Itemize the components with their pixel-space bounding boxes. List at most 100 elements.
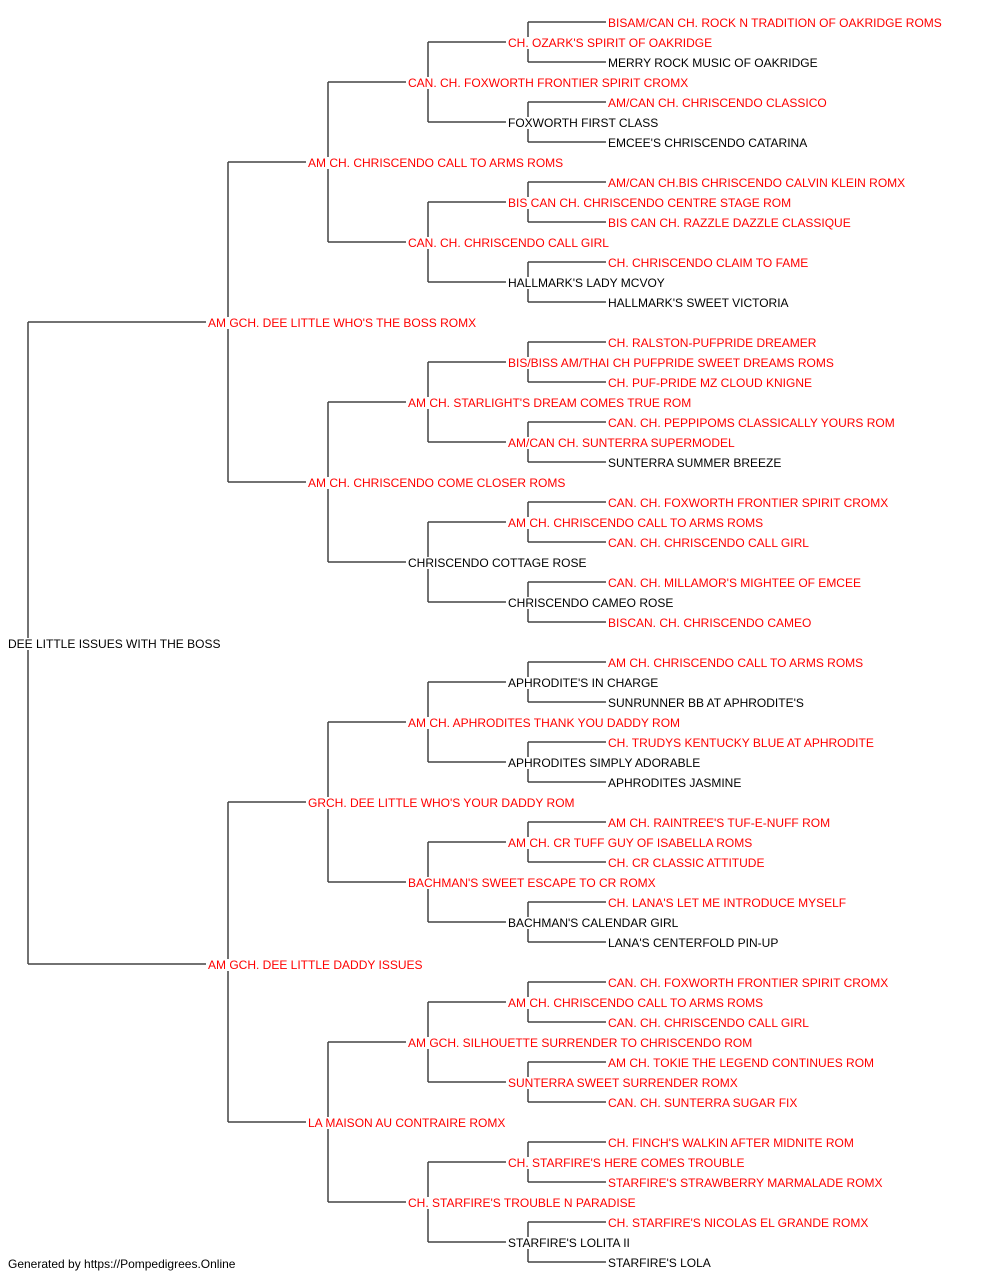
- label-backdrop: [306, 797, 577, 809]
- label-backdrop: [406, 1197, 638, 1209]
- ancestor-name-gen3-5: AM CH. APHRODITES THANK YOU DADDY ROM: [408, 716, 680, 730]
- ancestor-name-gen5-1: BISAM/CAN CH. ROCK N TRADITION OF OAKRID…: [608, 16, 942, 30]
- ancestor-name-gen5-4: EMCEE'S CHRISCENDO CATARINA: [608, 136, 807, 150]
- label-backdrop: [606, 1217, 871, 1229]
- ancestor-name-gen3-3: AM CH. STARLIGHT'S DREAM COMES TRUE ROM: [408, 396, 691, 410]
- label-backdrop: [306, 477, 568, 489]
- label-backdrop: [606, 457, 784, 469]
- ancestor-name-gen5-2: MERRY ROCK MUSIC OF OAKRIDGE: [608, 56, 818, 70]
- label-backdrop: [606, 1177, 885, 1189]
- label-backdrop: [606, 537, 812, 549]
- ancestor-name-gen5-17: AM CH. CHRISCENDO CALL TO ARMS ROMS: [608, 656, 863, 670]
- label-backdrop: [606, 617, 814, 629]
- label-backdrop: [606, 577, 863, 589]
- ancestor-name-gen5-22: CH. CR CLASSIC ATTITUDE: [608, 856, 764, 870]
- ancestor-name-gen5-6: BIS CAN CH. RAZZLE DAZZLE CLASSIQUE: [608, 216, 851, 230]
- label-backdrop: [406, 557, 589, 569]
- ancestor-name-gen3-1: CAN. CH. FOXWORTH FRONTIER SPIRIT CROMX: [408, 76, 688, 90]
- ancestor-name-gen4-4: HALLMARK'S LADY MCVOY: [508, 276, 665, 290]
- ancestor-name-gen4-6: AM/CAN CH. SUNTERRA SUPERMODEL: [508, 436, 735, 450]
- label-backdrop: [206, 959, 425, 971]
- ancestor-name-gen4-13: AM CH. CHRISCENDO CALL TO ARMS ROMS: [508, 996, 763, 1010]
- label-backdrop: [606, 897, 849, 909]
- label-backdrop: [606, 57, 820, 69]
- label-backdrop: [606, 1057, 877, 1069]
- ancestor-name-gen5-14: CAN. CH. CHRISCENDO CALL GIRL: [608, 536, 809, 550]
- ancestor-name-gen4-8: CHRISCENDO CAMEO ROSE: [508, 596, 673, 610]
- ancestor-name-gen4-16: STARFIRE'S LOLITA II: [508, 1236, 630, 1250]
- ancestor-name-gen5-18: SUNRUNNER BB AT APHRODITE'S: [608, 696, 804, 710]
- ancestor-name-gen5-11: CAN. CH. PEPPIPOMS CLASSICALLY YOURS ROM: [608, 416, 895, 430]
- ancestor-name-gen4-2: FOXWORTH FIRST CLASS: [508, 116, 658, 130]
- label-backdrop: [606, 137, 810, 149]
- label-backdrop: [406, 717, 683, 729]
- label-backdrop: [606, 697, 806, 709]
- label-backdrop: [606, 497, 891, 509]
- label-backdrop: [606, 777, 744, 789]
- label-backdrop: [506, 917, 681, 929]
- label-backdrop: [406, 1037, 755, 1049]
- ancestor-name-gen4-3: BIS CAN CH. CHRISCENDO CENTRE STAGE ROM: [508, 196, 791, 210]
- ancestor-name-gen3-2: CAN. CH. CHRISCENDO CALL GIRL: [408, 236, 609, 250]
- ancestor-name-gen5-7: CH. CHRISCENDO CLAIM TO FAME: [608, 256, 808, 270]
- ancestor-name-gen4-14: SUNTERRA SWEET SURRENDER ROMX: [508, 1076, 738, 1090]
- ancestor-name-gen4-15: CH. STARFIRE'S HERE COMES TROUBLE: [508, 1156, 745, 1170]
- ancestor-name-gen3-4: CHRISCENDO COTTAGE ROSE: [408, 556, 586, 570]
- label-backdrop: [306, 1117, 508, 1129]
- ancestor-name-gen4-9: APHRODITE'S IN CHARGE: [508, 676, 658, 690]
- label-backdrop: [606, 1017, 812, 1029]
- label-backdrop: [506, 197, 794, 209]
- ancestor-name-gen5-19: CH. TRUDYS KENTUCKY BLUE AT APHRODITE: [608, 736, 874, 750]
- ancestor-name-gen3-6: BACHMAN'S SWEET ESCAPE TO CR ROMX: [408, 876, 656, 890]
- label-backdrop: [606, 977, 891, 989]
- ancestor-name-gen2-4: LA MAISON AU CONTRAIRE ROMX: [308, 1116, 505, 1130]
- ancestor-name-gen4-1: CH. OZARK'S SPIRIT OF OAKRIDGE: [508, 36, 712, 50]
- label-backdrop: [506, 597, 676, 609]
- label-backdrop: [506, 37, 715, 49]
- label-backdrop: [506, 997, 766, 1009]
- pedigree-labels: DEE LITTLE ISSUES WITH THE BOSS AM GCH. …: [6, 16, 944, 1270]
- ancestor-name-gen1-2: AM GCH. DEE LITTLE DADDY ISSUES: [208, 958, 423, 972]
- ancestor-name-gen5-25: CAN. CH. FOXWORTH FRONTIER SPIRIT CROMX: [608, 976, 888, 990]
- label-backdrop: [606, 17, 944, 29]
- ancestor-name-gen5-5: AM/CAN CH.BIS CHRISCENDO CALVIN KLEIN RO…: [608, 176, 905, 190]
- ancestor-name-gen2-1: AM CH. CHRISCENDO CALL TO ARMS ROMS: [308, 156, 563, 170]
- subject-dog-name: DEE LITTLE ISSUES WITH THE BOSS: [8, 637, 221, 651]
- label-backdrop: [6, 638, 223, 650]
- label-backdrop: [606, 217, 853, 229]
- label-backdrop: [606, 97, 829, 109]
- label-backdrop: [506, 277, 667, 289]
- label-backdrop: [606, 737, 876, 749]
- label-backdrop: [606, 1257, 713, 1269]
- label-backdrop: [506, 437, 738, 449]
- label-backdrop: [606, 657, 866, 669]
- label-backdrop: [506, 1237, 632, 1249]
- label-backdrop: [606, 417, 897, 429]
- label-backdrop: [306, 157, 566, 169]
- ancestor-name-gen5-32: STARFIRE'S LOLA: [608, 1256, 711, 1270]
- ancestor-name-gen5-20: APHRODITES JASMINE: [608, 776, 741, 790]
- ancestor-name-gen5-26: CAN. CH. CHRISCENDO CALL GIRL: [608, 1016, 809, 1030]
- label-backdrop: [406, 877, 658, 889]
- label-backdrop: [206, 317, 479, 329]
- ancestor-name-gen5-31: CH. STARFIRE'S NICOLAS EL GRANDE ROMX: [608, 1216, 868, 1230]
- label-backdrop: [606, 937, 781, 949]
- ancestor-name-gen5-12: SUNTERRA SUMMER BREEZE: [608, 456, 781, 470]
- label-backdrop: [606, 1137, 856, 1149]
- ancestor-name-gen5-16: BISCAN. CH. CHRISCENDO CAMEO: [608, 616, 811, 630]
- ancestor-name-gen2-3: GRCH. DEE LITTLE WHO'S YOUR DADDY ROM: [308, 796, 575, 810]
- label-backdrop: [406, 397, 694, 409]
- ancestor-name-gen5-29: CH. FINCH'S WALKIN AFTER MIDNITE ROM: [608, 1136, 854, 1150]
- ancestor-name-gen4-7: AM CH. CHRISCENDO CALL TO ARMS ROMS: [508, 516, 763, 530]
- ancestor-name-gen5-10: CH. PUF-PRIDE MZ CLOUD KNIGNE: [608, 376, 812, 390]
- label-backdrop: [506, 357, 836, 369]
- label-backdrop: [406, 237, 612, 249]
- ancestor-name-gen5-24: LANA'S CENTERFOLD PIN-UP: [608, 936, 778, 950]
- label-backdrop: [506, 1157, 747, 1169]
- label-backdrop: [506, 117, 661, 129]
- ancestor-name-gen2-2: AM CH. CHRISCENDO COME CLOSER ROMS: [308, 476, 565, 490]
- label-backdrop: [606, 297, 791, 309]
- generated-by-footer: Generated by https://Pompedigrees.Online: [8, 1257, 236, 1271]
- label-backdrop: [606, 377, 815, 389]
